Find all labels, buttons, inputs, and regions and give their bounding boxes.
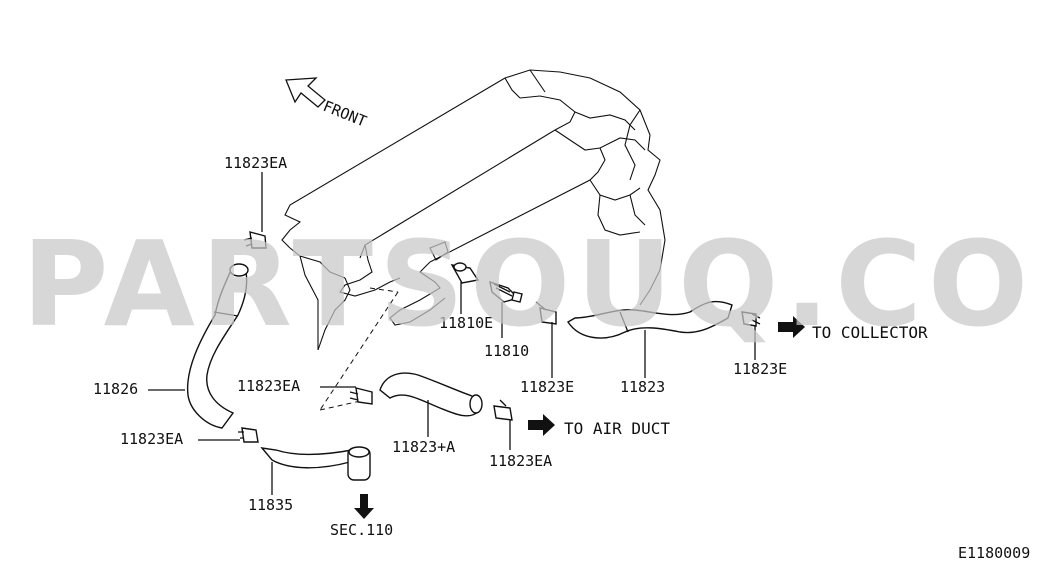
front-direction-indicator: FRONT bbox=[285, 77, 370, 131]
hose-11835 bbox=[260, 446, 371, 481]
label-clamp-air-duct: 11823EA bbox=[489, 452, 552, 470]
to-air-duct-label: TO AIR DUCT bbox=[564, 419, 670, 438]
diagram-code: E1180009 bbox=[958, 544, 1030, 562]
clamp-11823ea-lower-left bbox=[238, 427, 259, 443]
front-arrow-icon bbox=[285, 77, 326, 108]
pcv-valve-11810 bbox=[489, 280, 523, 303]
arrow-right-icon-collector bbox=[778, 316, 805, 338]
label-clamp-lower-left: 11823EA bbox=[120, 430, 183, 448]
section-reference-label: SEC.110 bbox=[330, 521, 393, 539]
label-hose-bottom: 11835 bbox=[248, 496, 293, 514]
label-hose-main: 11823 bbox=[620, 378, 665, 396]
clamp-11823ea-top bbox=[243, 231, 267, 249]
label-hose-a: 11823+A bbox=[392, 438, 455, 456]
clamp-11823ea-mid-left bbox=[349, 387, 373, 405]
clamp-11823e-center bbox=[535, 301, 557, 325]
arrow-right-icon-air-duct bbox=[528, 414, 555, 436]
label-clamp-top: 11823EA bbox=[224, 154, 287, 172]
label-clamp-e-center: 11823E bbox=[520, 378, 574, 396]
pcv-valve-seal-11810e bbox=[450, 262, 480, 284]
hose-11823-a bbox=[379, 372, 483, 417]
arrow-down-icon-sec110 bbox=[354, 494, 374, 519]
label-hose-side: 11826 bbox=[93, 380, 138, 398]
front-label: FRONT bbox=[321, 97, 370, 131]
to-collector-label: TO COLLECTOR bbox=[812, 323, 928, 342]
hose-11826 bbox=[186, 263, 249, 429]
label-clamp-mid-left: 11823EA bbox=[237, 377, 300, 395]
label-pcv-valve-seal: 11810E bbox=[439, 314, 493, 332]
part-labels: 11823EA 11810E 11810 11823E 11823 11823E… bbox=[93, 154, 787, 514]
engine-block-outline bbox=[281, 69, 666, 351]
leader-lines bbox=[148, 172, 756, 495]
label-pcv-valve: 11810 bbox=[484, 342, 529, 360]
label-clamp-e-right: 11823E bbox=[733, 360, 787, 378]
clamp-11823ea-air-duct bbox=[493, 399, 513, 421]
watermark: PARTSOUQ.COM bbox=[22, 215, 1045, 353]
hose-11823 bbox=[567, 300, 733, 339]
clamp-11823e-right bbox=[741, 311, 761, 327]
